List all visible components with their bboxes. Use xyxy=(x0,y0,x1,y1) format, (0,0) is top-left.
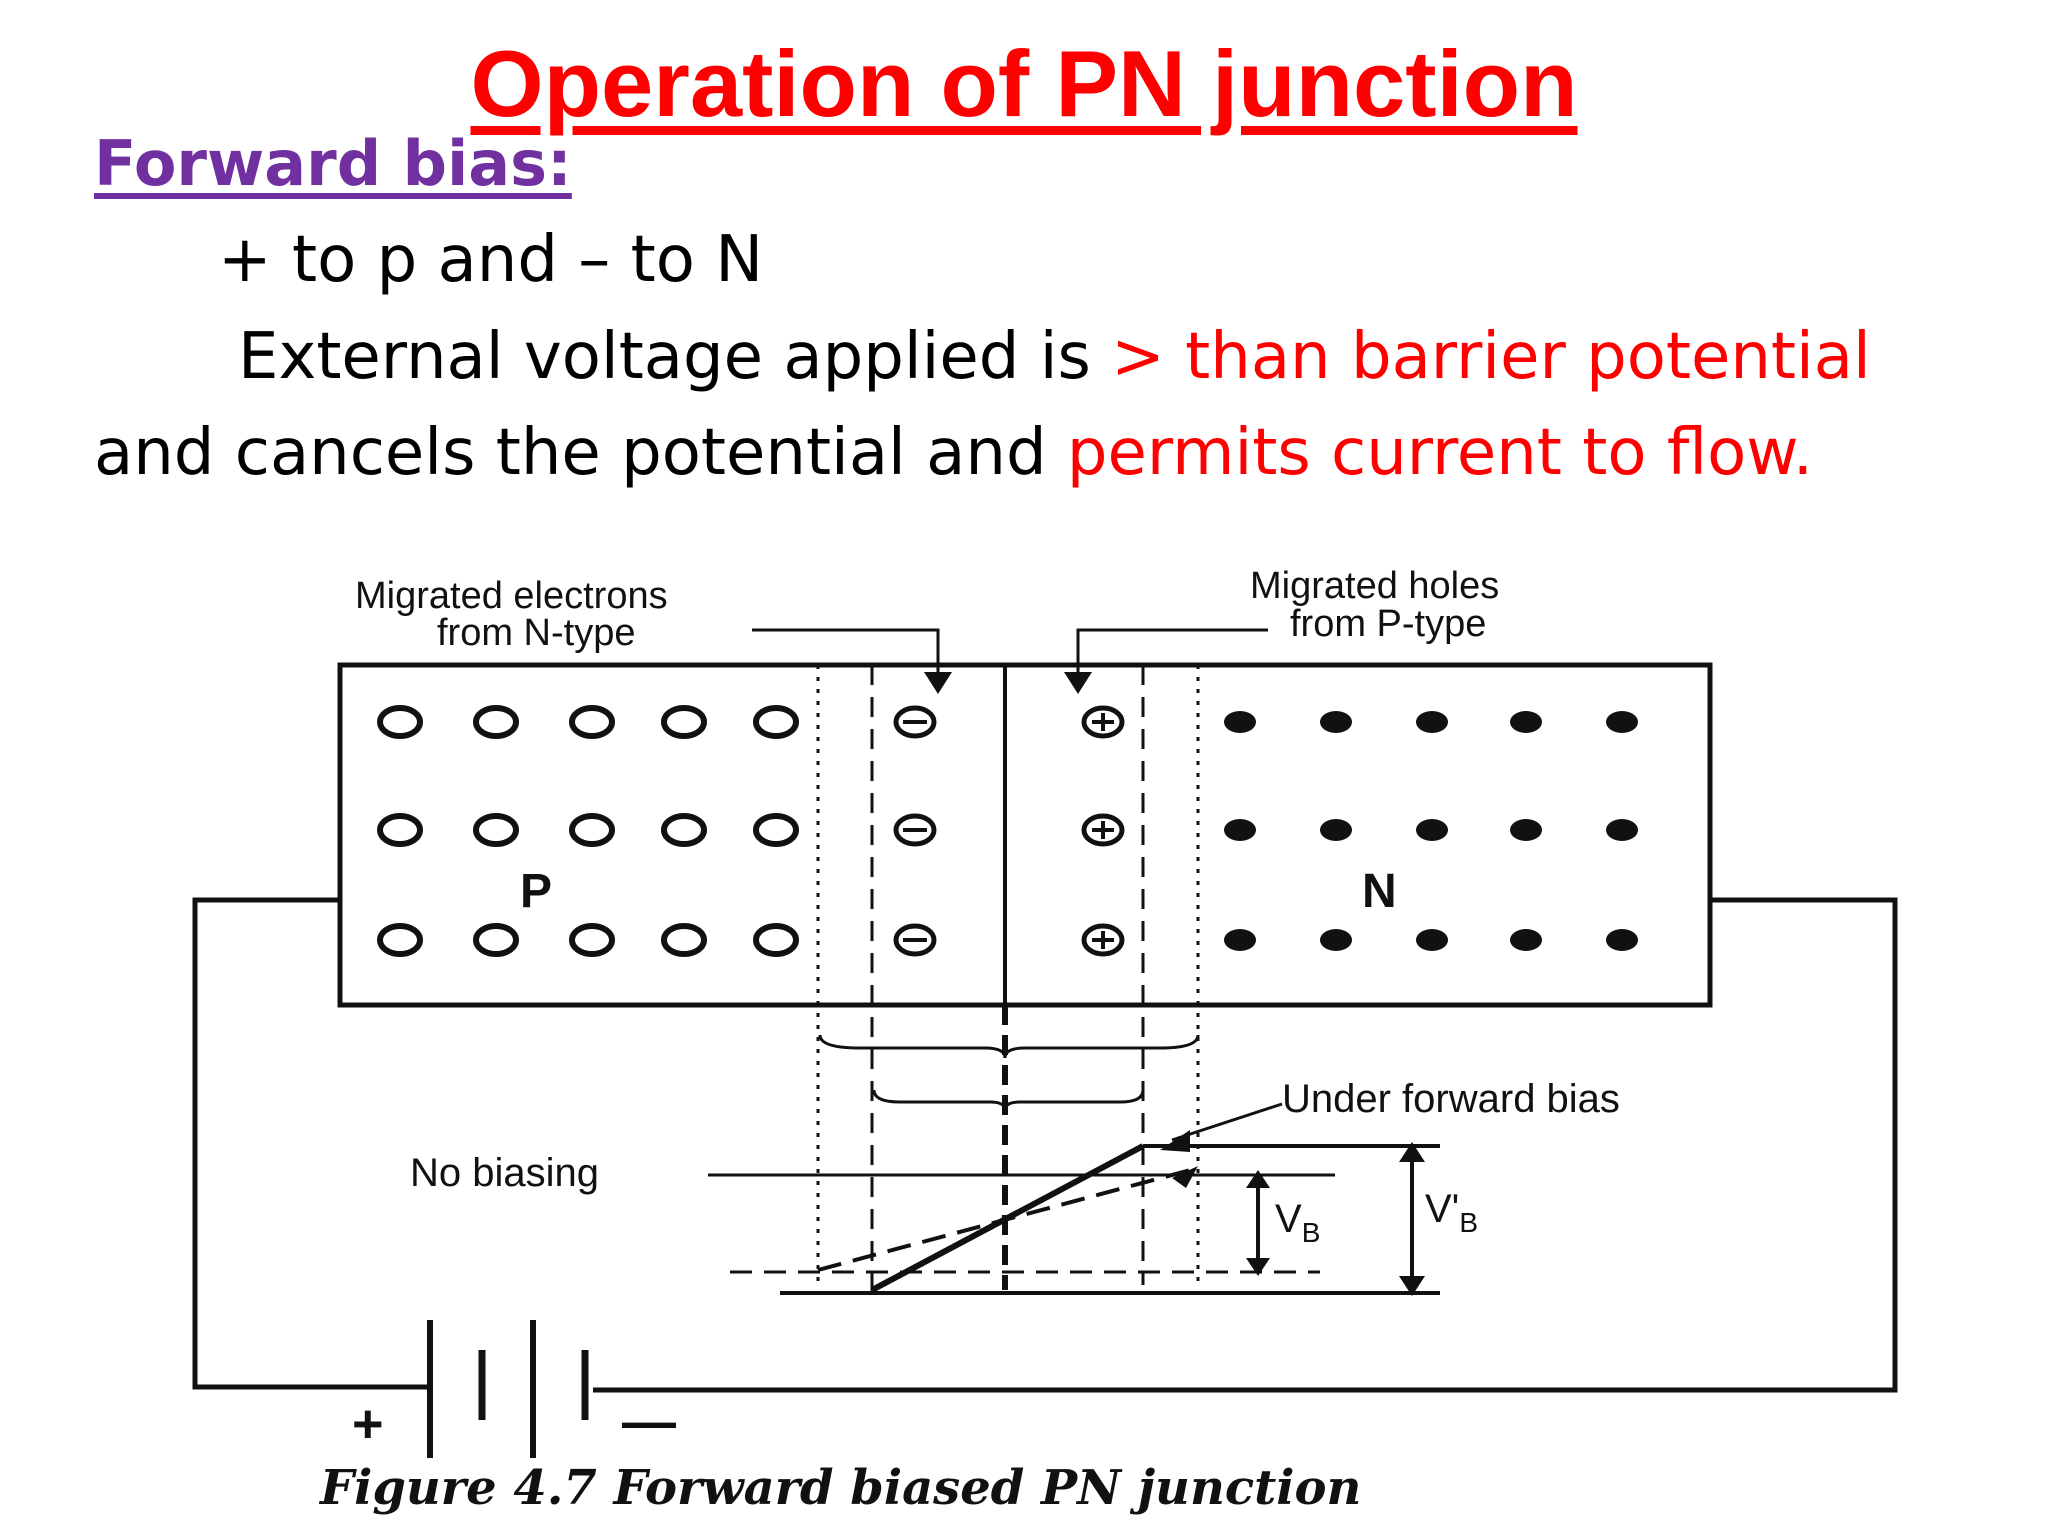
nobias-slope-dashed xyxy=(817,1166,1199,1272)
circuit-wire-left xyxy=(192,897,428,1390)
current-flow-emphasis: permits current to flow. xyxy=(1066,416,1814,490)
hole-marker xyxy=(753,923,799,957)
hole-marker xyxy=(569,923,615,957)
electrons-leader xyxy=(752,628,940,675)
voltage-line-text: External voltage applied is xyxy=(238,320,1112,394)
holes-label-line2: from P-type xyxy=(1290,603,1486,645)
p-region-label: P xyxy=(520,865,552,918)
vb-arrowhead-down xyxy=(1246,1258,1270,1276)
electron-marker xyxy=(1606,711,1638,733)
battery-minus-label: — xyxy=(622,1392,676,1452)
negative-ion-marker xyxy=(893,813,937,847)
electron-marker xyxy=(1416,711,1448,733)
cancel-line-text: and cancels the potential and xyxy=(94,416,1067,490)
figure-caption: Figure 4.7 Forward biased PN junction xyxy=(320,1460,1362,1516)
circuit-wire-right xyxy=(593,897,1898,1393)
hole-marker xyxy=(661,813,707,847)
electrons-arrowhead xyxy=(924,672,952,694)
electrons-label-line1: Migrated electrons xyxy=(355,575,668,617)
hole-marker xyxy=(569,813,615,847)
holes-label-line1: Migrated holes xyxy=(1250,565,1499,607)
hole-marker xyxy=(473,923,519,957)
holes-leader xyxy=(1076,628,1268,675)
positive-ion-marker xyxy=(1081,705,1125,739)
battery-plus-label: + xyxy=(352,1394,384,1454)
voltage-line: External voltage applied is > than barri… xyxy=(238,322,1871,392)
electron-marker xyxy=(1606,929,1638,951)
migrated-hole-ions xyxy=(1081,705,1125,957)
electron-marker xyxy=(1416,929,1448,951)
polarity-line: + to p and – to N xyxy=(218,223,764,297)
forward-leader xyxy=(1171,1102,1283,1142)
negative-ion-marker xyxy=(893,705,937,739)
electron-marker xyxy=(1320,711,1352,733)
forward-arrowhead xyxy=(1160,1130,1190,1152)
hole-marker xyxy=(569,705,615,739)
hole-marker xyxy=(473,705,519,739)
brace-wide xyxy=(818,1034,1200,1059)
electron-marker xyxy=(1320,819,1352,841)
forward-bias-label: Under forward bias xyxy=(1282,1077,1620,1121)
vb-label: VB xyxy=(1275,1197,1320,1248)
hole-carriers xyxy=(377,705,799,957)
migrated-electron-ions xyxy=(893,705,937,957)
hole-marker xyxy=(377,923,423,957)
nobias-arrowhead xyxy=(1172,1166,1198,1188)
electron-marker xyxy=(1224,929,1256,951)
vb-arrowhead-up xyxy=(1246,1170,1270,1188)
barrier-potential-emphasis: > than barrier potential xyxy=(1111,320,1871,394)
no-biasing-label: No biasing xyxy=(410,1151,599,1195)
vbp-arrowhead-down xyxy=(1399,1276,1425,1296)
electron-marker xyxy=(1510,929,1542,951)
positive-ion-marker xyxy=(1081,813,1125,847)
hole-marker xyxy=(377,705,423,739)
brace-narrow xyxy=(872,1089,1145,1111)
positive-ion-marker xyxy=(1081,923,1125,957)
slide-title: Operation of PN junction xyxy=(470,31,1578,136)
electron-carriers xyxy=(1224,711,1638,951)
electron-marker xyxy=(1606,819,1638,841)
hole-marker xyxy=(473,813,519,847)
forward-bias-heading: Forward bias: xyxy=(94,127,572,200)
hole-marker xyxy=(753,813,799,847)
electron-marker xyxy=(1224,819,1256,841)
cancel-line: and cancels the potential and permits cu… xyxy=(94,418,1813,488)
hole-marker xyxy=(661,705,707,739)
hole-marker xyxy=(753,705,799,739)
electron-marker xyxy=(1224,711,1256,733)
electron-marker xyxy=(1320,929,1352,951)
hole-marker xyxy=(661,923,707,957)
vb-prime-label: V'B xyxy=(1425,1187,1478,1238)
electron-marker xyxy=(1510,711,1542,733)
negative-ion-marker xyxy=(893,923,937,957)
pn-block xyxy=(337,662,1713,1008)
electron-marker xyxy=(1510,819,1542,841)
vbp-arrowhead-up xyxy=(1399,1142,1425,1162)
holes-arrowhead xyxy=(1064,672,1092,694)
n-region-label: N xyxy=(1362,865,1397,918)
hole-marker xyxy=(377,813,423,847)
electron-marker xyxy=(1416,819,1448,841)
electrons-label-line2: from N-type xyxy=(437,612,635,654)
